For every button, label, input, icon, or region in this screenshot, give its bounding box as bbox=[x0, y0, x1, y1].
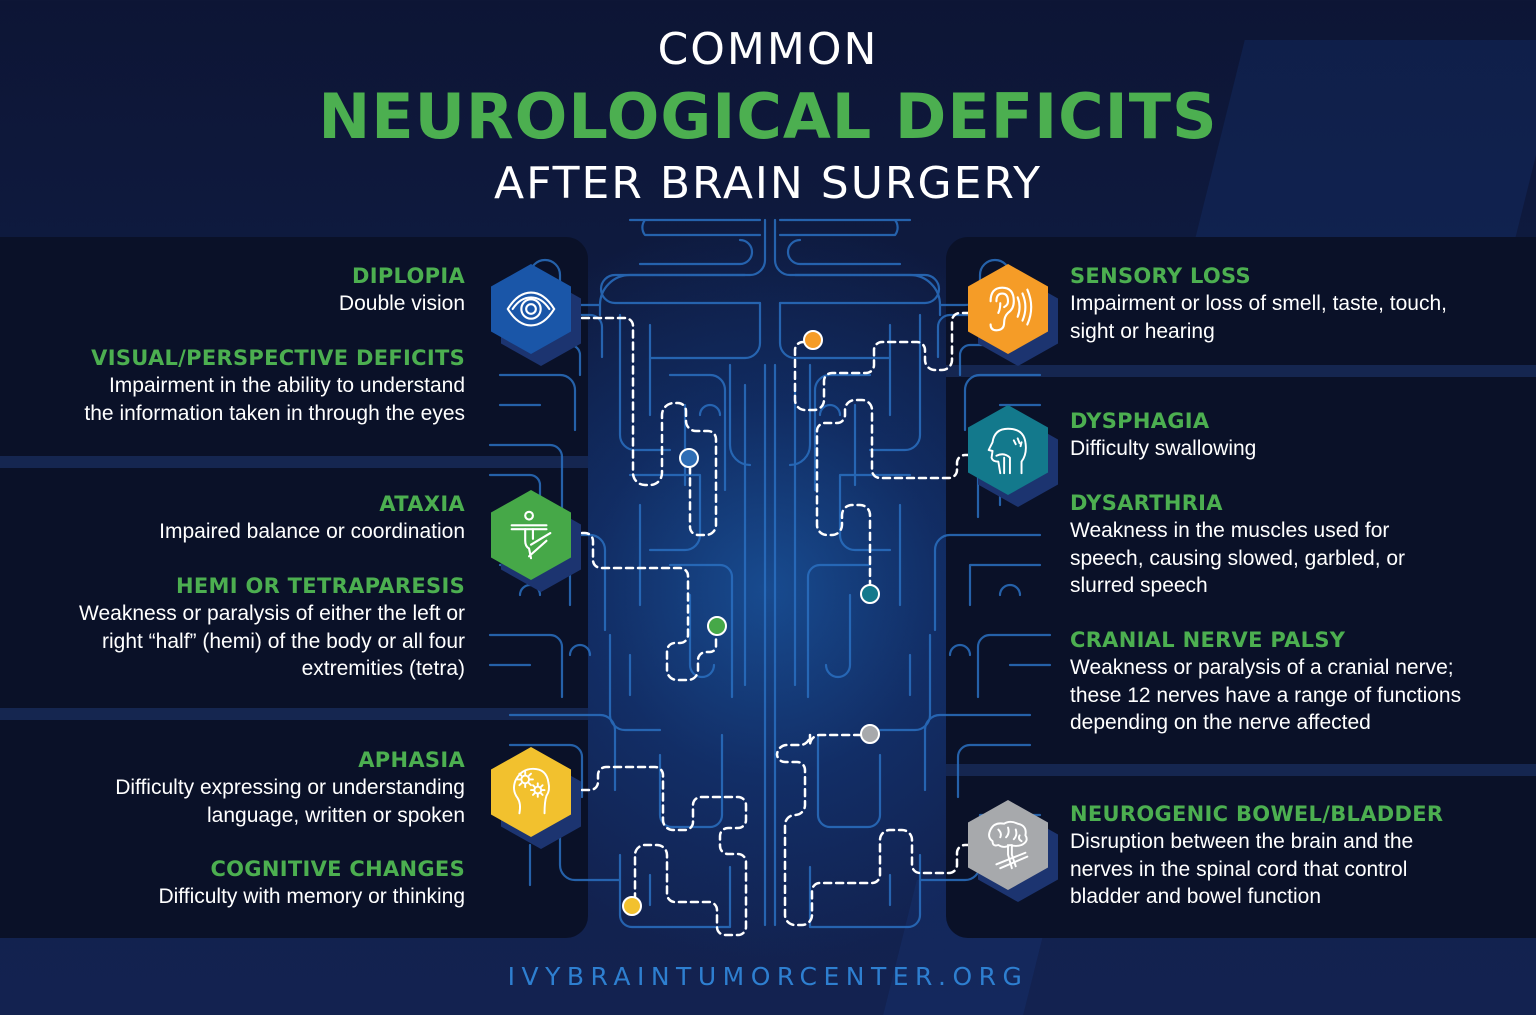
left-band-1 bbox=[0, 456, 588, 468]
left-panel-2 bbox=[0, 468, 588, 708]
entry-title: VISUAL/PERSPECTIVE DEFICITS bbox=[91, 346, 465, 370]
entry-description: depending on the nerve affected bbox=[1070, 711, 1371, 734]
entry-description: language, written or spoken bbox=[207, 803, 465, 827]
entry-aphasia: APHASIA Difficulty expressing or underst… bbox=[0, 746, 465, 829]
entry-description: Weakness in the muscles used for bbox=[1070, 519, 1390, 542]
entry-title: CRANIAL NERVE PALSY bbox=[1070, 628, 1346, 652]
ataxia-icon-hex bbox=[491, 490, 581, 592]
entry-title: ATAXIA bbox=[379, 492, 465, 516]
entry-description: bladder and bowel function bbox=[1070, 885, 1322, 908]
eye-icon bbox=[506, 291, 556, 327]
entry-description: sight or hearing bbox=[1070, 319, 1215, 343]
entry-cognitive-changes: COGNITIVE CHANGES Difficulty with memory… bbox=[0, 855, 465, 911]
connector-dot-gray bbox=[860, 724, 880, 744]
entry-title: DYSARTHRIA bbox=[1070, 491, 1223, 515]
footer-website-url[interactable]: IVYBRAINTUMORCENTER.ORG bbox=[507, 962, 1029, 991]
throat-profile-icon bbox=[987, 427, 1027, 475]
right-band-2 bbox=[946, 764, 1536, 776]
entry-description: Impaired balance or coordination bbox=[159, 520, 465, 543]
entry-title: DYSPHAGIA bbox=[1070, 409, 1210, 433]
dysphagia-icon-hex bbox=[968, 405, 1058, 507]
right-band-1 bbox=[946, 365, 1536, 377]
entry-description: right “half” (hemi) of the body or all f… bbox=[102, 629, 465, 653]
aphasia-icon-hex bbox=[491, 747, 581, 849]
balance-figure-icon bbox=[510, 510, 552, 560]
entry-description: Double vision bbox=[338, 292, 465, 315]
entry-description: the information taken in through the eye… bbox=[84, 401, 465, 425]
entry-title: HEMI OR TETRAPARESIS bbox=[176, 574, 465, 598]
entry-cranial-nerve-palsy: CRANIAL NERVE PALSY Weakness or paralysi… bbox=[1070, 626, 1530, 737]
entry-dysphagia: DYSPHAGIA Difficulty swallowing bbox=[1070, 407, 1530, 463]
neurogenic-icon-hex bbox=[968, 800, 1058, 902]
entry-description: these 12 nerves have a range of function… bbox=[1070, 683, 1462, 707]
entry-neurogenic-bowel-bladder: NEUROGENIC BOWEL/BLADDER Disruption betw… bbox=[1070, 800, 1530, 911]
head-gears-icon bbox=[513, 767, 551, 815]
entry-description: nerves in the spinal cord that control bbox=[1070, 857, 1408, 881]
entry-description: Weakness or paralysis of either the left… bbox=[79, 602, 465, 625]
header: COMMON NEUROLOGICAL DEFICITS AFTER BRAIN… bbox=[0, 22, 1536, 212]
connector-dot-blue bbox=[679, 448, 699, 468]
entry-title: DIPLOPIA bbox=[352, 264, 465, 288]
entry-description: Weakness or paralysis of a cranial nerve… bbox=[1070, 656, 1454, 679]
entry-description: speech, causing slowed, garbled, or bbox=[1070, 546, 1406, 570]
entry-title: COGNITIVE CHANGES bbox=[210, 857, 465, 881]
sensory-icon-hex bbox=[968, 264, 1058, 366]
entry-dysarthria: DYSARTHRIA Weakness in the muscles used … bbox=[1070, 489, 1530, 600]
entry-hemi-tetraparesis: HEMI OR TETRAPARESIS Weakness or paralys… bbox=[0, 572, 465, 683]
entry-diplopia: DIPLOPIA Double vision bbox=[0, 262, 465, 318]
entry-visual-perspective-deficits: VISUAL/PERSPECTIVE DEFICITS Impairment i… bbox=[0, 344, 465, 427]
connector-dot-orange bbox=[803, 330, 823, 350]
connector-dot-teal bbox=[860, 584, 880, 604]
entry-description: Impairment in the ability to understand bbox=[108, 374, 465, 397]
entry-sensory-loss: SENSORY LOSS Impairment or loss of smell… bbox=[1070, 262, 1530, 345]
diplopia-icon-hex bbox=[491, 264, 581, 366]
entry-title: NEUROGENIC BOWEL/BLADDER bbox=[1070, 802, 1444, 826]
entry-description: Disruption between the brain and the bbox=[1070, 830, 1414, 853]
connector-dot-yellow bbox=[622, 896, 642, 916]
connector-dot-green bbox=[707, 616, 727, 636]
entry-description: Difficulty expressing or understanding bbox=[115, 776, 465, 799]
entry-description: Difficulty swallowing bbox=[1070, 437, 1257, 460]
entry-description: Difficulty with memory or thinking bbox=[158, 885, 465, 908]
left-band-2 bbox=[0, 708, 588, 720]
entry-description: slurred speech bbox=[1070, 574, 1208, 597]
entry-title: APHASIA bbox=[358, 748, 465, 772]
left-panel-3 bbox=[0, 720, 588, 938]
left-panel-1 bbox=[0, 237, 588, 456]
entry-description: extremities (tetra) bbox=[301, 657, 465, 680]
entry-description: Impairment or loss of smell, taste, touc… bbox=[1070, 292, 1447, 315]
entry-title: SENSORY LOSS bbox=[1070, 264, 1251, 288]
title-subtitle: AFTER BRAIN SURGERY bbox=[493, 158, 1043, 209]
brain-spine-icon bbox=[988, 820, 1029, 870]
ear-icon bbox=[989, 286, 1033, 332]
title-main: NEUROLOGICAL DEFICITS bbox=[318, 80, 1218, 153]
title-common: COMMON bbox=[657, 24, 879, 75]
entry-ataxia: ATAXIA Impaired balance or coordination bbox=[0, 490, 465, 546]
